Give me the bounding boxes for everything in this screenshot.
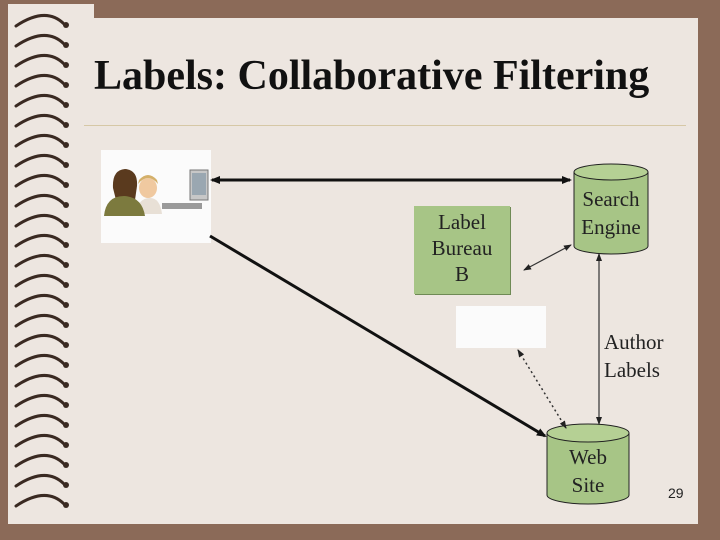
author-labels-line-2: Labels [604, 358, 660, 382]
page-number: 29 [668, 485, 684, 501]
author-labels-line-1: Author [604, 330, 664, 354]
users-web-site-arrow [209, 234, 547, 438]
spiral-binding-icon [14, 14, 66, 508]
author-labels-caption: Author Labels [604, 328, 684, 384]
label-bureau-line-2: Bureau [431, 236, 493, 260]
title-divider [84, 125, 686, 126]
users-at-computer-icon [101, 150, 211, 243]
search-engine-line-1: Search [582, 187, 640, 211]
web-site-node[interactable] [546, 423, 630, 505]
slide-title: Labels: Collaborative Filtering [94, 53, 650, 99]
label-bureau-line-3: B [454, 262, 469, 286]
bureau-search-engine-arrow [523, 244, 572, 271]
label-bureau-line-1: Label [438, 210, 486, 234]
web-site-label: Web Site [548, 443, 628, 499]
web-site-line-1: Web [569, 445, 607, 469]
search-engine-line-2: Engine [581, 215, 641, 239]
label-bureau-node[interactable]: Label Bureau B [414, 206, 510, 294]
search-engine-label: Search Engine [575, 185, 647, 241]
web-site-line-2: Site [571, 473, 605, 497]
blank-label-box [456, 306, 546, 348]
bureau-web-site-dotted-arrow [517, 349, 567, 429]
search-engine-node[interactable] [573, 163, 649, 255]
